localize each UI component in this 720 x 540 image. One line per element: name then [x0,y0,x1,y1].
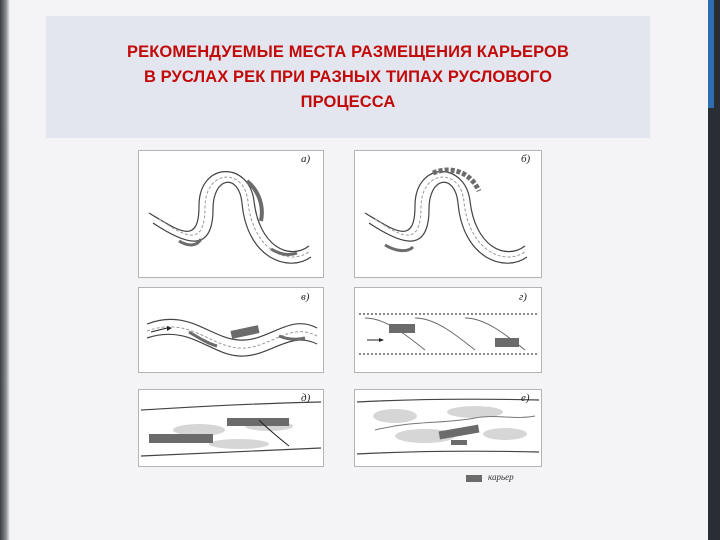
right-side-bar [708,0,720,540]
panel-g-drawing [359,313,537,355]
panel-v-label: в) [301,291,310,303]
panel-g-label: г) [519,291,527,303]
panel-b-label: б) [521,153,531,165]
panel-e-label: е) [521,392,530,404]
panel-v-drawing [146,318,318,357]
panel-d-drawing [140,401,322,457]
panel-a-label: а) [301,153,311,165]
panel-e-drawing [356,398,540,455]
panel-d-braided: д) [138,389,324,467]
panel-d-label: д) [301,392,311,404]
legend-quarry-swatch [466,475,482,482]
title-box: РЕКОМЕНДУЕМЫЕ МЕСТА РАЗМЕЩЕНИЯ КАРЬЕРОВ … [46,16,650,138]
title-line-3: ПРОЦЕССА [300,93,396,111]
panel-g-straight: г) [354,287,542,373]
title-line-2: В РУСЛАХ РЕК ПРИ РАЗНЫХ ТИПАХ РУСЛОВОГО [143,68,553,86]
slide-title: РЕКОМЕНДУЕМЫЕ МЕСТА РАЗМЕЩЕНИЯ КАРЬЕРОВ … [46,40,650,115]
panel-e-braided: е) [354,389,542,467]
panel-b-meandering: б) [354,150,542,278]
left-edge-shadow [0,0,10,540]
panel-a-drawing [148,171,312,264]
title-line-1: РЕКОМЕНДУЕМЫЕ МЕСТА РАЗМЕЩЕНИЯ КАРЬЕРОВ [127,43,569,61]
panel-b-drawing [364,167,528,264]
panel-a-meandering: а) [138,150,324,278]
legend-quarry-label: карьер [488,472,514,482]
right-bar-accent [708,0,714,108]
panel-v-winding: в) [138,287,324,373]
